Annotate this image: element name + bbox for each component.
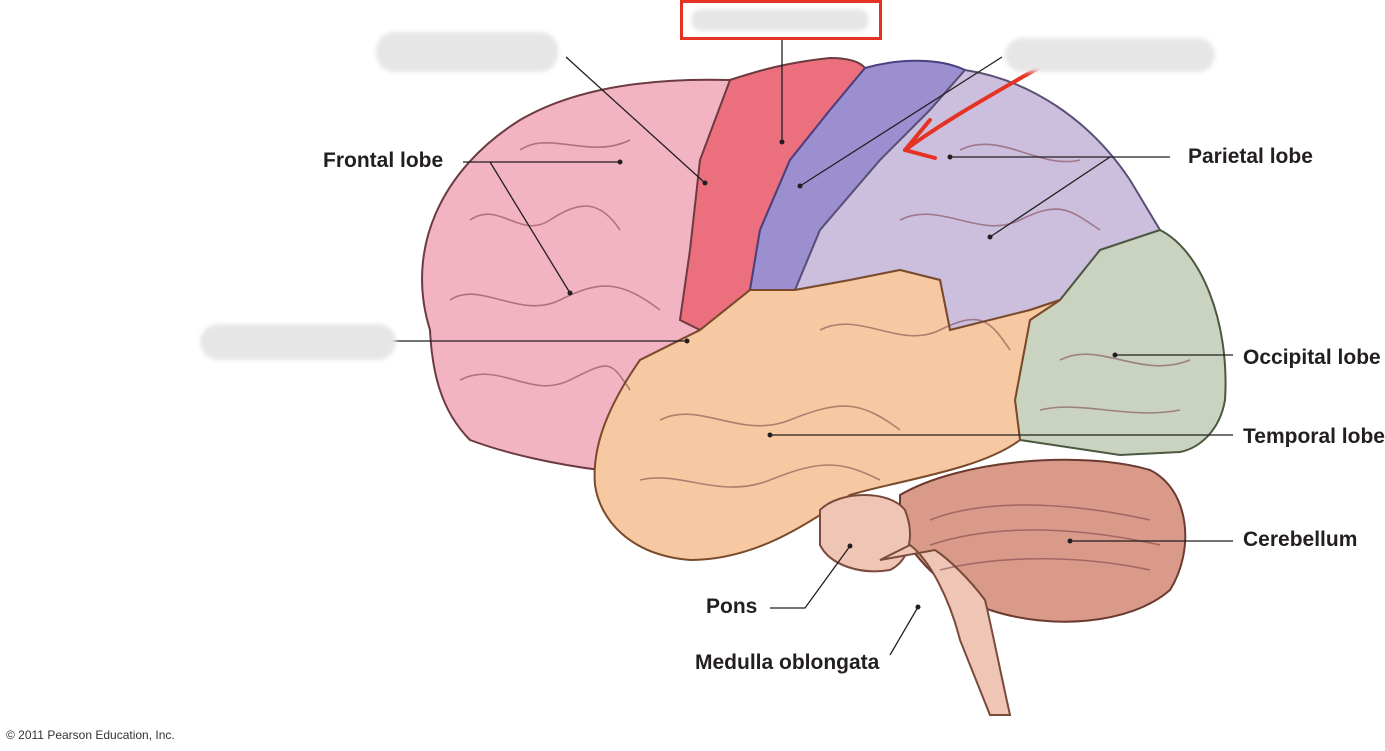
leader-frontal: [463, 161, 620, 294]
blank-label-top-right: [1005, 38, 1215, 72]
label-temporal-lobe: Temporal lobe: [1243, 426, 1385, 447]
leader-blank-topright: [799, 56, 1003, 187]
occipital-lobe-region: [1013, 228, 1227, 457]
leader-medulla: [889, 606, 919, 656]
medulla-region: [879, 543, 1012, 716]
leader-dots: [567, 139, 1118, 610]
label-parietal-lobe: Parietal lobe: [1188, 145, 1313, 168]
label-frontal-lobe: Frontal lobe: [323, 149, 444, 172]
copyright-notice: © 2011 Pearson Education, Inc.: [6, 728, 175, 742]
temporal-lobe-region: [593, 268, 1061, 562]
gyri-detail: [449, 139, 1191, 571]
blank-label-left: [200, 324, 396, 360]
blank-label-top-fill: [691, 9, 869, 31]
label-cerebellum: Cerebellum: [1243, 528, 1358, 551]
leader-lines: [370, 40, 1233, 656]
leader-pons: [770, 545, 851, 609]
leader-blank-topleft: [565, 56, 706, 184]
pons-region: [819, 494, 911, 573]
label-medulla-oblongata: Medulla oblongata: [695, 651, 880, 674]
label-occipital-lobe: Occipital lobe: [1243, 347, 1381, 368]
blank-label-top-left: [376, 32, 558, 72]
blank-label-top-boxed: [680, 0, 882, 40]
label-pons: Pons: [706, 595, 758, 618]
postcentral-gyrus-region: [748, 59, 967, 291]
leader-parietal: [950, 156, 1170, 238]
